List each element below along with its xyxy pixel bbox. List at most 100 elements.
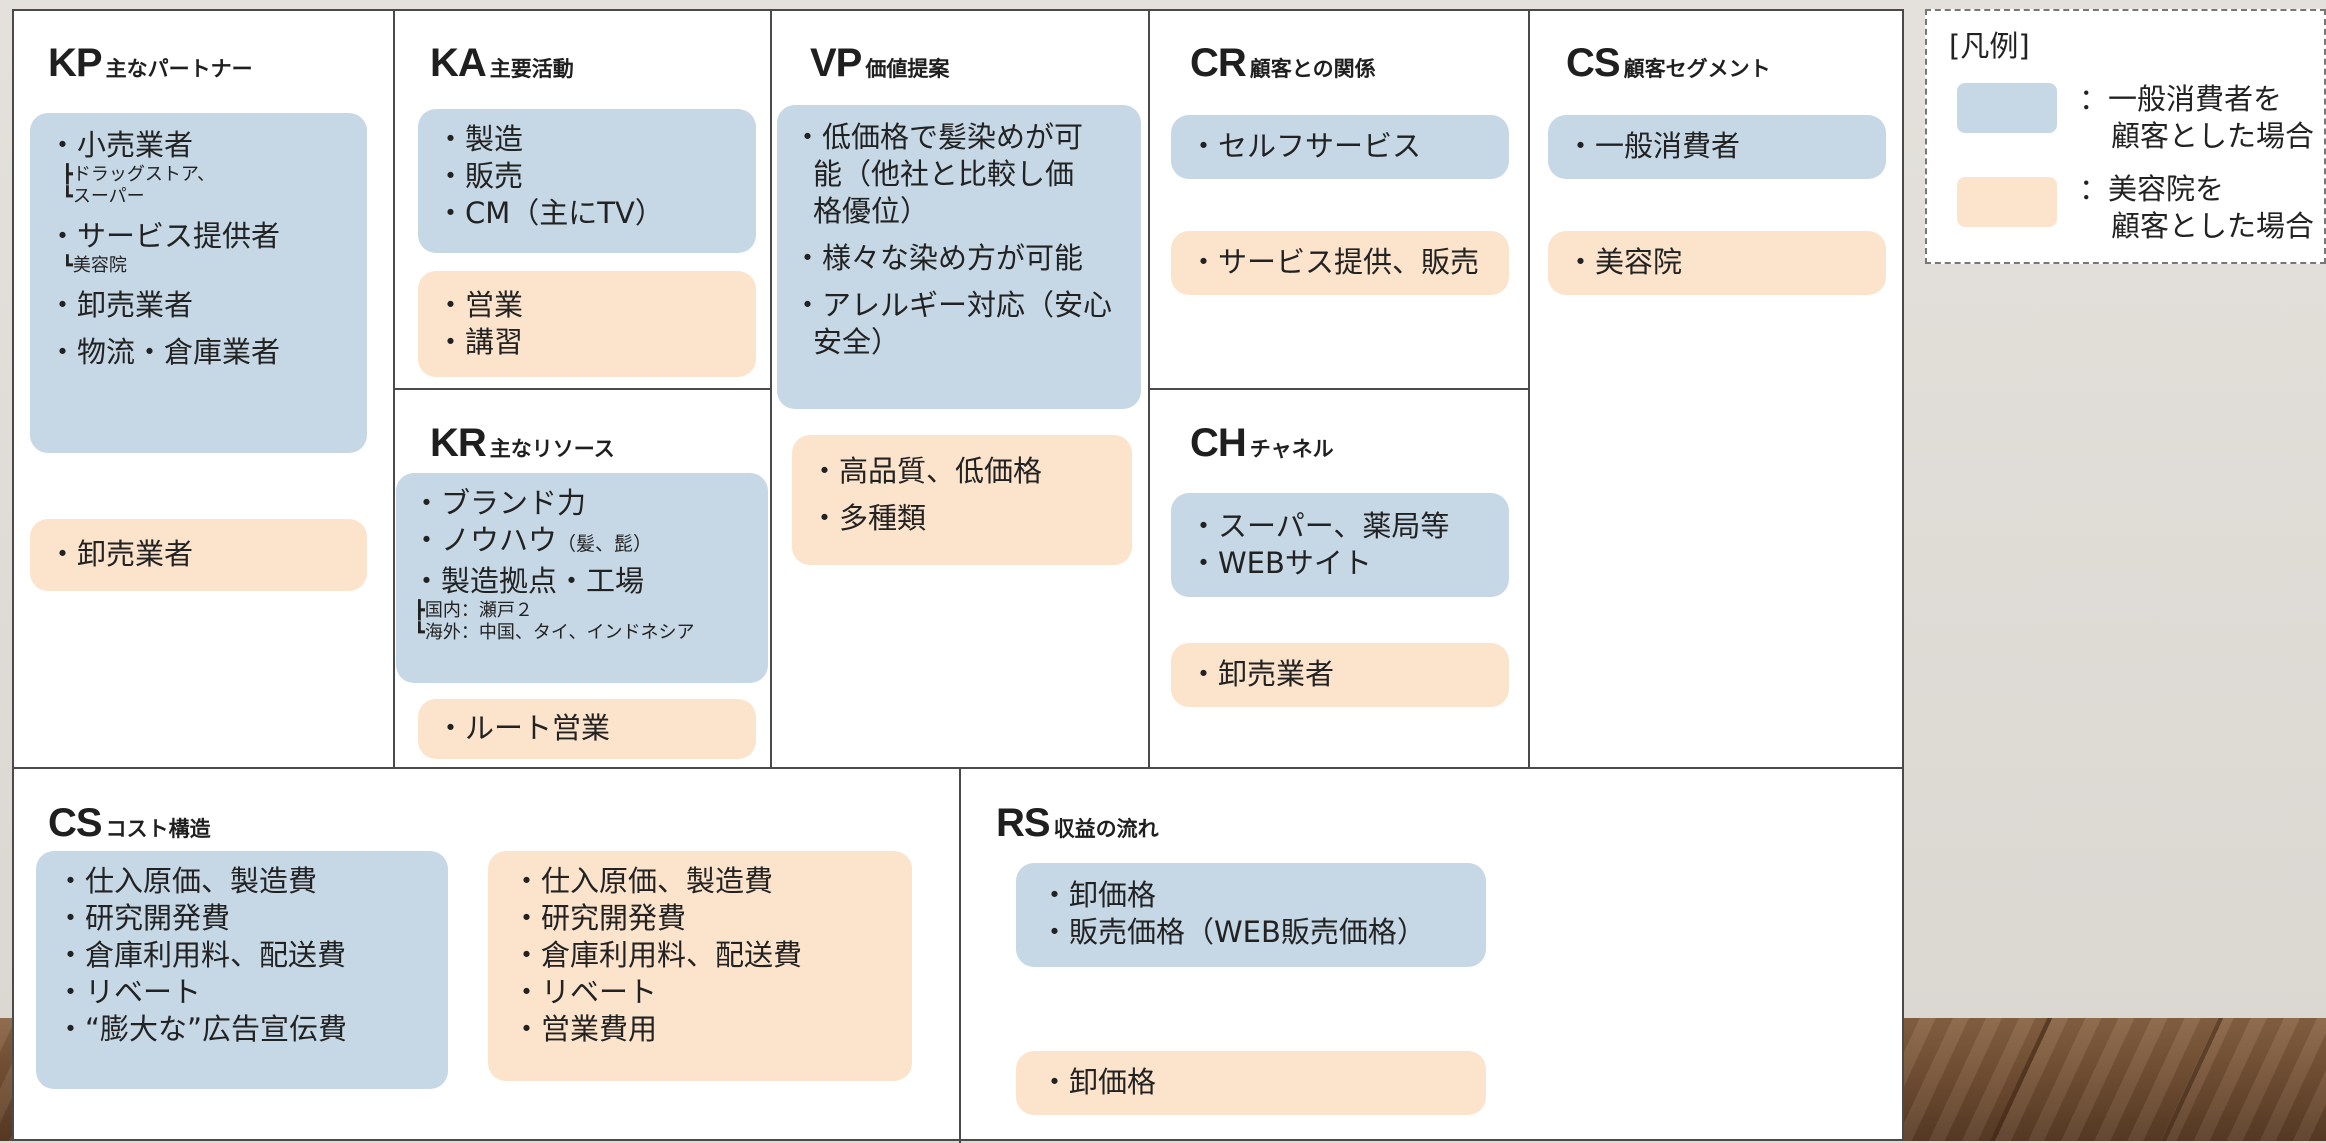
- legend-orange-line1: ：美容院を: [2079, 172, 2225, 206]
- kp-item: ・サービス提供者: [48, 219, 281, 253]
- legend-swatch-orange: [1957, 177, 2057, 227]
- cost-code: CS: [48, 801, 103, 845]
- kr-subitem: ┣国内：瀬戸２: [414, 600, 533, 621]
- divider: [393, 388, 770, 390]
- vp-title: 価値提案: [865, 57, 950, 81]
- kp-item: ・小売業者: [48, 128, 194, 162]
- cost-item: ・営業費用: [512, 1012, 658, 1046]
- kr-item-text: ・ノウハウ: [412, 523, 558, 557]
- kr-orange-box: ・ルート営業: [418, 699, 756, 759]
- legend: [凡例] ：一般消費者を 顧客とした場合 ：美容院を 顧客とした場合: [1925, 9, 2326, 264]
- vp-blue-box: ・低価格で髪染めが可 能（他社と比較し価 格優位） ・様々な染め方が可能 ・アレ…: [777, 105, 1141, 409]
- rs-item: ・販売価格（WEB販売価格）: [1040, 915, 1426, 949]
- vp-item-cont: 能（他社と比較し価: [813, 157, 1075, 191]
- kp-subitem: ┣ドラッグストア、: [62, 164, 216, 185]
- cost-blue-box: ・仕入原価、製造費 ・研究開発費 ・倉庫利用料、配送費 ・リベート ・“膨大な”…: [36, 851, 448, 1089]
- kp-orange-box: ・卸売業者: [30, 519, 367, 591]
- cs-header: CS 顧客セグメント: [1566, 41, 1771, 86]
- ka-item: ・営業: [436, 288, 524, 322]
- kp-blue-box: ・小売業者 ┣ドラッグストア、 ┗スーパー ・サービス提供者 ┗美容院 ・卸売業…: [30, 113, 367, 453]
- ch-orange-box: ・卸売業者: [1171, 643, 1509, 707]
- cost-item: ・仕入原価、製造費: [512, 864, 774, 898]
- cost-item: ・リベート: [512, 975, 658, 1009]
- vp-header: VP 価値提案: [810, 41, 949, 86]
- vp-item: ・低価格で髪染めが可: [793, 120, 1084, 154]
- kp-item: ・物流・倉庫業者: [48, 335, 281, 369]
- cs-code: CS: [1566, 41, 1621, 85]
- cr-header: CR 顧客との関係: [1190, 41, 1376, 86]
- cr-title: 顧客との関係: [1249, 57, 1376, 81]
- ka-code: KA: [430, 41, 487, 85]
- legend-title: [凡例]: [1949, 29, 2030, 63]
- cr-code: CR: [1190, 41, 1247, 85]
- cost-title: コスト構造: [105, 817, 211, 841]
- cost-item: ・仕入原価、製造費: [56, 864, 318, 898]
- cs-title: 顧客セグメント: [1623, 57, 1771, 81]
- ka-item: ・CM（主にTV）: [436, 196, 664, 230]
- ch-item: ・卸売業者: [1189, 657, 1335, 691]
- kr-code: KR: [430, 421, 487, 465]
- cost-item: ・倉庫利用料、配送費: [512, 938, 803, 972]
- cost-item: ・“膨大な”広告宣伝費: [56, 1012, 348, 1046]
- kr-item: ・ルート営業: [436, 711, 611, 745]
- kr-item: ・ノウハウ（髪、髭）: [412, 522, 752, 563]
- kp-title: 主なパートナー: [105, 57, 253, 81]
- divider: [1148, 388, 1528, 390]
- ch-item: ・WEBサイト: [1189, 546, 1372, 580]
- kr-header: KR 主なリソース: [430, 421, 615, 466]
- cost-header: CS コスト構造: [48, 801, 211, 846]
- rs-header: RS 収益の流れ: [996, 801, 1159, 846]
- vp-code: VP: [810, 41, 862, 85]
- kr-item: ・ブランド力: [412, 486, 587, 520]
- kr-item: ・製造拠点・工場: [412, 564, 645, 598]
- legend-blue-line2: 顧客とした場合: [2111, 119, 2315, 153]
- vp-item-cont: 安全）: [813, 325, 901, 359]
- cr-item: ・サービス提供、販売: [1189, 245, 1480, 279]
- cost-item: ・倉庫利用料、配送費: [56, 938, 347, 972]
- ka-header: KA 主要活動: [430, 41, 574, 86]
- rs-title: 収益の流れ: [1053, 817, 1159, 841]
- vp-item: ・高品質、低価格: [810, 454, 1043, 488]
- vp-item: ・アレルギー対応（安心: [793, 288, 1113, 322]
- ka-item: ・販売: [436, 159, 524, 193]
- cr-item: ・セルフサービス: [1189, 129, 1422, 163]
- rs-blue-box: ・卸価格 ・販売価格（WEB販売価格）: [1016, 863, 1486, 967]
- divider: [770, 11, 772, 767]
- kr-item-note: （髪、髭）: [557, 533, 653, 555]
- cost-orange-box: ・仕入原価、製造費 ・研究開発費 ・倉庫利用料、配送費 ・リベート ・営業費用: [488, 851, 912, 1081]
- kr-subitem: ┗海外：中国、タイ、インドネシア: [414, 622, 695, 643]
- vp-item: ・多種類: [810, 501, 927, 535]
- cs-orange-box: ・美容院: [1548, 231, 1886, 295]
- ch-header: CH チャネル: [1190, 421, 1334, 466]
- cs-item: ・美容院: [1566, 245, 1683, 279]
- business-model-canvas: KP 主なパートナー ・小売業者 ┣ドラッグストア、 ┗スーパー ・サービス提供…: [12, 9, 1904, 1143]
- divider: [1528, 11, 1530, 767]
- ka-blue-box: ・製造 ・販売 ・CM（主にTV）: [418, 109, 756, 253]
- cr-orange-box: ・サービス提供、販売: [1171, 231, 1509, 295]
- cost-item: ・研究開発費: [512, 901, 687, 935]
- rs-item: ・卸価格: [1040, 878, 1157, 912]
- kr-title: 主なリソース: [489, 437, 615, 461]
- legend-swatch-blue: [1957, 83, 2057, 133]
- vp-orange-box: ・高品質、低価格 ・多種類: [792, 435, 1132, 565]
- kp-header: KP 主なパートナー: [48, 41, 253, 86]
- ch-title: チャネル: [1249, 437, 1334, 461]
- ka-item: ・製造: [436, 122, 524, 156]
- kr-blue-box: ・ブランド力 ・ノウハウ（髪、髭） ・製造拠点・工場 ┣国内：瀬戸２ ┗海外：中…: [396, 473, 768, 683]
- ch-code: CH: [1190, 421, 1247, 465]
- kp-code: KP: [48, 41, 103, 85]
- kp-subitem: ┗スーパー: [62, 186, 145, 207]
- kp-subitem: ┗美容院: [62, 255, 127, 276]
- ka-orange-box: ・営業 ・講習: [418, 271, 756, 377]
- ka-title: 主要活動: [489, 57, 574, 81]
- cr-blue-box: ・セルフサービス: [1171, 115, 1509, 179]
- legend-blue-line1: ：一般消費者を: [2079, 82, 2283, 116]
- ka-item: ・講習: [436, 325, 524, 359]
- cost-item: ・リベート: [56, 975, 202, 1009]
- kp-item: ・卸売業者: [48, 288, 194, 322]
- cost-item: ・研究開発費: [56, 901, 231, 935]
- legend-orange-line2: 顧客とした場合: [2111, 209, 2315, 243]
- rs-item: ・卸価格: [1040, 1065, 1157, 1099]
- ch-blue-box: ・スーパー、薬局等 ・WEBサイト: [1171, 493, 1509, 597]
- ch-item: ・スーパー、薬局等: [1189, 509, 1450, 543]
